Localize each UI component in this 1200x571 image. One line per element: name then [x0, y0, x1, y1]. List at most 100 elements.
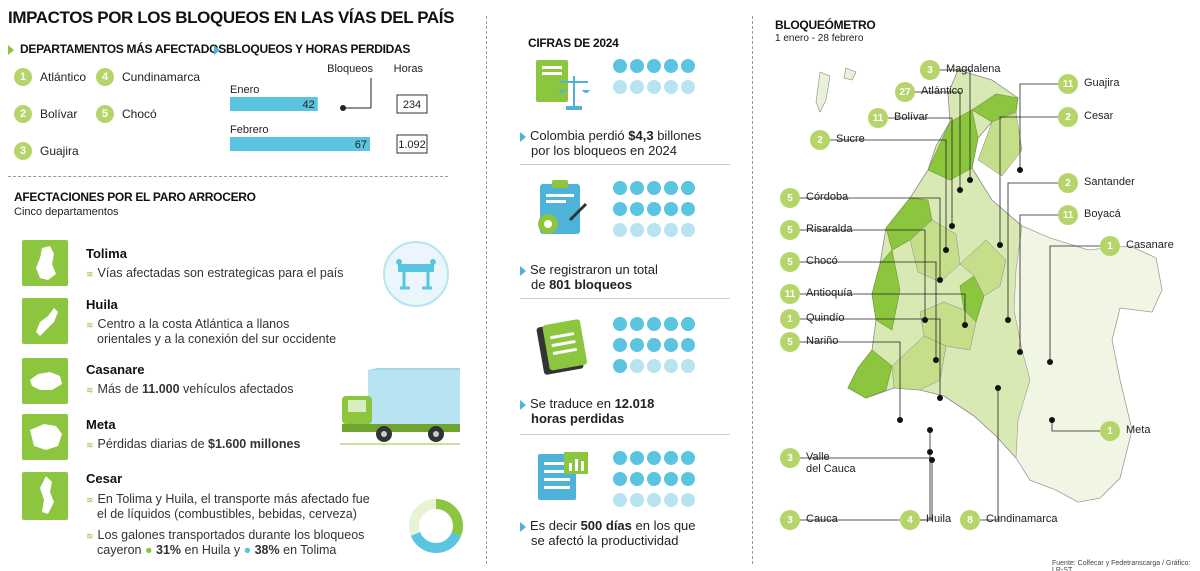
dept-name: Guajira — [40, 144, 79, 158]
dot-marker — [613, 493, 627, 507]
map-dept-name: Cundinamarca — [986, 513, 1058, 525]
dept-rank-5: 5 Chocó — [96, 105, 157, 123]
dot-marker — [647, 80, 661, 94]
map-dept-name: Antioquía — [806, 287, 853, 299]
departamentos-heading: DEPARTAMENTOS MÁS AFECTADOS — [8, 42, 226, 56]
map-location-dot — [995, 385, 1001, 391]
map-count-badge: 3 — [780, 448, 800, 468]
dot-marker — [613, 451, 627, 465]
cesar-title: Cesar — [86, 471, 123, 486]
dot-marker — [664, 451, 678, 465]
map-leader-line — [999, 116, 1068, 245]
map-location-dot — [937, 277, 943, 283]
dot-marker — [664, 317, 678, 331]
map-location-dot — [997, 242, 1003, 248]
dot-grid-4 — [613, 451, 695, 507]
dot-marker — [681, 181, 695, 195]
map-dept-name: Boyacá — [1084, 208, 1121, 220]
map-location-dot — [1017, 349, 1023, 355]
map-leader-line — [790, 293, 966, 325]
map-count-badge: 5 — [780, 332, 800, 352]
cesar-text-1: ≋En Tolima y Huila, el transporte más af… — [86, 492, 370, 506]
meta-title: Meta — [86, 417, 116, 432]
dot-marker — [664, 223, 678, 237]
casanare-text: ≋Más de 11.000 vehículos afectados — [86, 382, 294, 396]
cifra-3-text-2: horas perdidas — [531, 411, 625, 426]
col-bloqueos-label: Bloqueos — [327, 63, 373, 75]
map-location-dot — [949, 223, 955, 229]
paro-heading: AFECTACIONES POR EL PARO ARROCERO — [14, 190, 256, 204]
source-note: Fuente: Colfecar y Fedetranscarga / Gráf… — [1052, 560, 1191, 571]
map-location-dot — [1049, 417, 1055, 423]
dot-marker — [681, 223, 695, 237]
map-count-badge: 2 — [810, 130, 830, 150]
map-location-dot — [1017, 167, 1023, 173]
dot-marker — [664, 338, 678, 352]
map-leader-line — [905, 91, 961, 190]
map-leader-line — [790, 318, 941, 398]
cifras-heading: CIFRAS DE 2024 — [528, 36, 619, 50]
colombia-map — [790, 67, 1163, 521]
dot-marker — [613, 472, 627, 486]
rank-badge: 1 — [14, 68, 32, 86]
map-location-dot — [927, 449, 933, 455]
dept-shape-guajira — [971, 93, 1019, 123]
map-count-badge: 3 — [920, 60, 940, 80]
dept-rank-3: 3 Guajira — [14, 142, 79, 160]
map-location-dot — [943, 247, 949, 253]
cesar-text-1b: el de líquidos (combustibles, bebidas, c… — [97, 507, 357, 521]
spreadsheet-chart-icon — [538, 452, 588, 500]
map-label-item: 11 Boyacá — [1058, 205, 1121, 225]
map-count-badge: 11 — [1058, 205, 1078, 225]
rank-badge: 3 — [14, 142, 32, 160]
map-dept-name: Cauca — [806, 513, 838, 525]
dot-marker — [647, 202, 661, 216]
page-title: IMPACTOS POR LOS BLOQUEOS EN LAS VÍAS DE… — [8, 8, 455, 27]
map-dept-name: Córdoba — [806, 191, 849, 203]
map-leader-line — [1019, 214, 1068, 352]
dept-shape-cundinamarca — [959, 275, 985, 323]
map-count-badge: 1 — [1100, 236, 1120, 256]
dot-marker — [681, 59, 695, 73]
cifra-4-text-2: se afectó la productividad — [531, 533, 679, 548]
map-leader-line — [790, 197, 941, 280]
dept-shape-choco — [871, 249, 901, 331]
map-leader-line — [878, 117, 953, 226]
dept-rank-4: 4 Cundinamarca — [96, 68, 200, 86]
dot-marker — [630, 472, 644, 486]
huila-map-icon — [22, 298, 68, 344]
map-dept-name: Quindío — [806, 312, 845, 324]
dot-marker — [613, 59, 627, 73]
dot-grid-3 — [613, 317, 695, 373]
dot-marker — [681, 317, 695, 331]
map-leader-line — [820, 139, 947, 250]
horas-box — [396, 94, 428, 114]
map-leader-line — [1049, 245, 1110, 362]
law-balance-icon — [536, 60, 590, 110]
dot-marker — [664, 359, 678, 373]
dept-shape-bolivar — [927, 109, 979, 181]
divider — [520, 164, 730, 165]
dot-marker — [630, 317, 644, 331]
dot-marker — [647, 472, 661, 486]
dot-marker — [681, 451, 695, 465]
map-location-dot — [962, 322, 968, 328]
rank-badge: 4 — [96, 68, 114, 86]
truck-icon — [340, 368, 460, 445]
dot-grid-1 — [613, 59, 695, 94]
category-label: Enero — [230, 84, 259, 96]
dot-marker — [664, 59, 678, 73]
dot-marker — [647, 338, 661, 352]
dot-marker — [613, 359, 627, 373]
dept-shape-boyaca — [959, 239, 1007, 297]
dept-rank-1: 1 Atlántico — [14, 68, 86, 86]
map-dept-name: Chocó — [806, 255, 838, 267]
rank-badge: 5 — [96, 105, 114, 123]
horas-value-label: 1.092 — [398, 139, 426, 151]
